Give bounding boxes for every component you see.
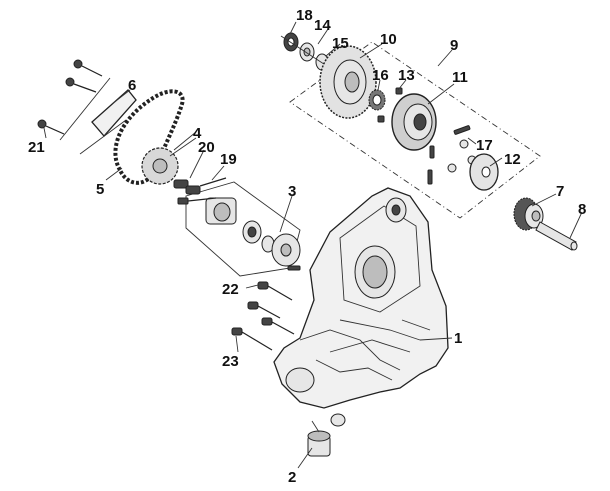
callout-11: 11	[452, 69, 468, 86]
callout-labels: 1 2 3 4 5 6 7 8 9 10 11 12 13 14 15 16 1…	[28, 7, 586, 486]
chain-guide-bracket	[37, 59, 137, 155]
bushing-part	[307, 420, 331, 457]
case-bolts	[231, 281, 295, 351]
pump-pins	[173, 177, 227, 205]
callout-10: 10	[380, 31, 397, 48]
clutch-plate	[469, 153, 499, 191]
callout-3: 3	[288, 183, 296, 200]
callout-17: 17	[476, 137, 493, 154]
large-gear	[319, 45, 377, 119]
callout-9: 9	[450, 37, 458, 54]
callout-2: 2	[288, 469, 296, 486]
callout-15: 15	[332, 35, 349, 52]
callout-18: 18	[296, 7, 313, 24]
sprocket-part	[141, 131, 197, 185]
callout-13: 13	[398, 67, 415, 84]
callout-8: 8	[578, 201, 586, 218]
callout-23: 23	[222, 353, 239, 370]
starter-shaft	[535, 221, 578, 251]
callout-16: 16	[372, 67, 389, 84]
callout-19: 19	[220, 151, 237, 168]
callout-20: 20	[198, 139, 215, 156]
crankcase-cover	[273, 187, 449, 427]
callout-6: 6	[128, 77, 136, 94]
callout-7: 7	[556, 183, 564, 200]
callout-14: 14	[314, 17, 331, 34]
clutch-springs	[427, 125, 477, 185]
callout-22: 22	[222, 281, 239, 298]
starter-gear	[513, 197, 544, 231]
callout-21: 21	[28, 139, 45, 156]
callout-12: 12	[504, 151, 521, 168]
oil-pump-assembly	[185, 181, 301, 277]
needle-bearing	[368, 89, 386, 111]
drive-chain	[113, 89, 185, 185]
callout-5: 5	[96, 181, 104, 198]
leader-lines	[43, 21, 583, 469]
callout-4: 4	[193, 125, 202, 142]
seal-washers	[280, 32, 331, 71]
one-way-clutch	[391, 93, 437, 151]
callout-1: 1	[454, 330, 462, 347]
